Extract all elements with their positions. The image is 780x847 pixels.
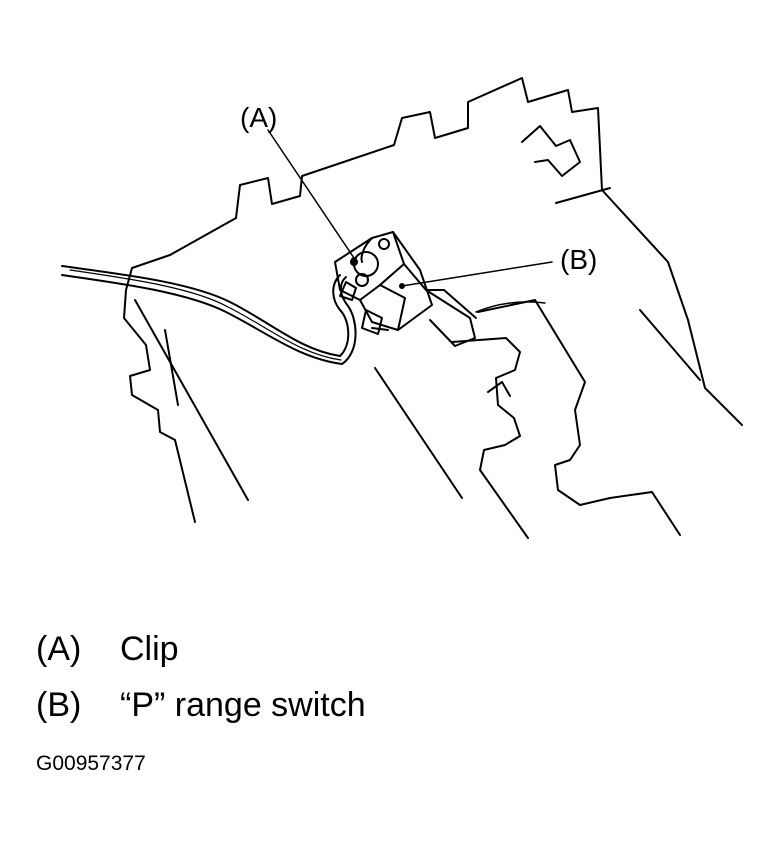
housing-inner-line <box>374 367 463 499</box>
housing-inner-line <box>555 187 611 204</box>
assembly-drawing <box>61 77 743 539</box>
leader-dot-a <box>351 257 357 263</box>
figure-id: G00957377 <box>36 752 146 775</box>
callout-a-label: (A) <box>240 102 278 133</box>
legend-text-b: “P” range switch <box>120 686 366 724</box>
housing-upper-edge <box>235 77 603 219</box>
legend-key-a: (A) <box>36 630 82 668</box>
wire-harness <box>61 265 350 357</box>
wire-harness <box>61 274 357 365</box>
leader-dot-b <box>399 283 405 289</box>
legend: (A) Clip (B) “P” range switch <box>36 630 366 742</box>
housing-inner-line <box>164 329 179 406</box>
housing-notch <box>521 125 581 177</box>
housing-left-edge <box>123 267 196 523</box>
housing-top-edge <box>131 217 237 269</box>
housing-right-edge <box>601 189 743 426</box>
housing-inner-line <box>639 309 701 381</box>
legend-row-a: (A) Clip <box>36 630 366 686</box>
p-range-switch <box>334 231 546 347</box>
legend-row-b: (B) “P” range switch <box>36 686 366 742</box>
legend-key-b: (B) <box>36 686 82 724</box>
wire-harness <box>69 269 342 361</box>
housing-right-contour <box>477 299 681 536</box>
leader-line-b <box>401 261 553 287</box>
housing-inner-line <box>134 299 249 501</box>
housing-lower-contour <box>487 381 511 397</box>
legend-text-a: Clip <box>120 630 179 668</box>
callout-b-label: (B) <box>560 244 598 275</box>
leader-line-a <box>267 129 355 259</box>
housing-lower-contour <box>451 337 529 539</box>
